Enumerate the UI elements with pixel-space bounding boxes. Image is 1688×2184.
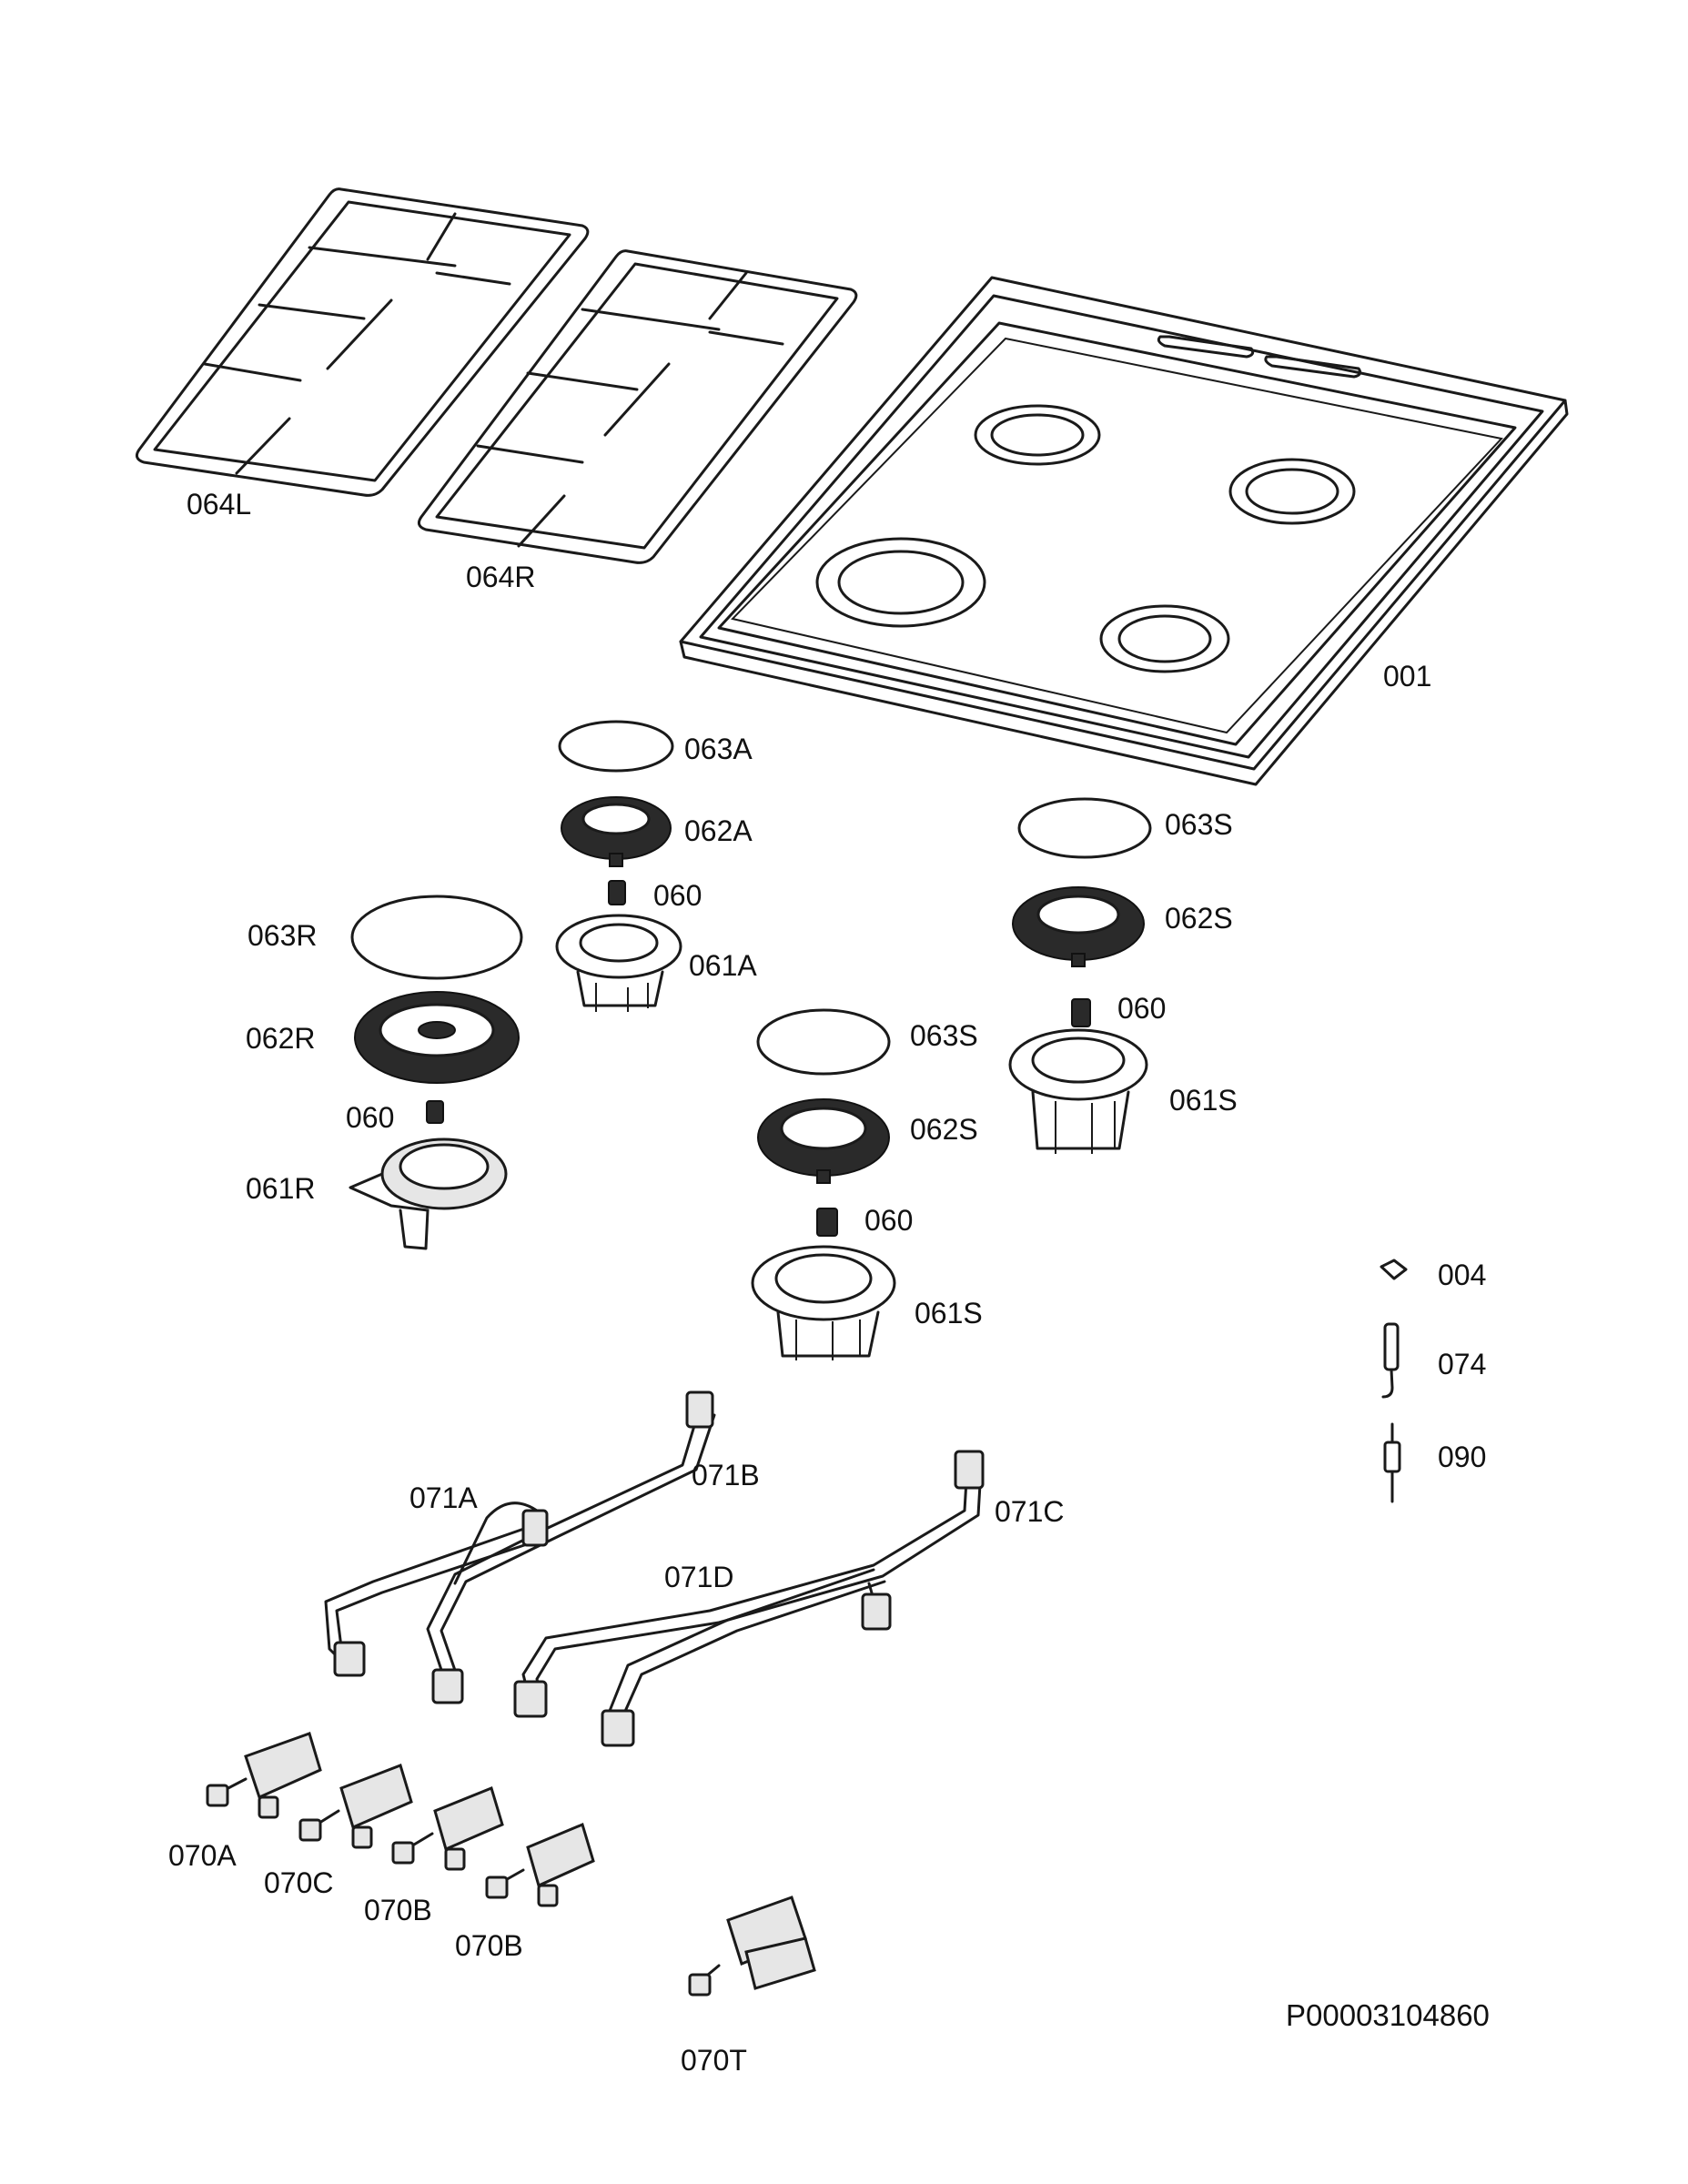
label-070b-1: 070B [364, 1894, 432, 1926]
label-061a: 061A [689, 949, 757, 982]
injector-semirapid-center[interactable] [816, 1208, 838, 1237]
label-062s-right: 062S [1165, 902, 1233, 935]
label-090: 090 [1438, 1441, 1487, 1473]
label-001: 001 [1383, 660, 1432, 693]
label-060-center: 060 [864, 1204, 914, 1237]
pan-support-left[interactable] [135, 187, 590, 497]
gas-tap-070t[interactable] [688, 1896, 816, 1997]
label-071c: 071C [995, 1495, 1065, 1528]
document-id: P00003104860 [1286, 1998, 1490, 2032]
burner-crown-semirapid-center[interactable] [757, 1098, 890, 1184]
burner-crown-semirapid-right[interactable] [1012, 886, 1145, 967]
label-061s-right: 061S [1169, 1084, 1238, 1117]
burner-cap-auxiliary[interactable] [558, 720, 674, 773]
label-070b-2: 070B [455, 1929, 523, 1962]
label-071a: 071A [409, 1481, 478, 1514]
label-060-aux: 060 [653, 879, 702, 912]
burner-cap-semirapid-right[interactable] [1017, 797, 1152, 859]
burner-cap-rapid[interactable] [350, 895, 523, 980]
label-062a: 062A [684, 814, 753, 847]
label-062s-center: 062S [910, 1113, 978, 1146]
burner-cap-semirapid-center[interactable] [756, 1008, 891, 1076]
burner-body-auxiliary[interactable] [555, 914, 682, 1012]
label-063a: 063A [684, 733, 753, 765]
label-063r: 063R [248, 919, 318, 952]
label-062r: 062R [246, 1022, 316, 1055]
burner-body-semirapid-right[interactable] [1008, 1028, 1148, 1154]
label-074: 074 [1438, 1348, 1487, 1380]
label-070a: 070A [168, 1839, 237, 1872]
injector-semirapid-right[interactable] [1071, 998, 1091, 1027]
gas-tap-070b-2[interactable] [485, 1822, 595, 1907]
label-070t: 070T [681, 2044, 747, 2077]
burner-crown-auxiliary[interactable] [561, 796, 672, 867]
label-071d: 071D [664, 1561, 734, 1593]
gas-tap-070b-1[interactable] [391, 1785, 504, 1871]
burner-crown-rapid[interactable] [354, 991, 520, 1084]
label-071b: 071B [692, 1459, 760, 1491]
label-064r: 064R [466, 561, 536, 593]
label-064l: 064L [187, 488, 252, 521]
hob-top-plate[interactable] [679, 276, 1569, 786]
gas-tap-070c[interactable] [298, 1764, 413, 1849]
label-060-right: 060 [1117, 992, 1167, 1025]
ignition-electrode[interactable] [1381, 1322, 1400, 1399]
label-061r: 061R [246, 1172, 316, 1205]
label-061s-center: 061S [915, 1297, 983, 1330]
burner-body-rapid[interactable] [349, 1138, 508, 1250]
burner-body-semirapid-center[interactable] [751, 1245, 896, 1360]
thermocouple[interactable] [1383, 1422, 1401, 1503]
injector-auxiliary[interactable] [608, 880, 626, 905]
clip-part[interactable] [1380, 1259, 1408, 1280]
label-063s-center: 063S [910, 1019, 978, 1052]
label-070c: 070C [264, 1866, 334, 1899]
label-060-rapid: 060 [346, 1101, 395, 1134]
injector-rapid[interactable] [426, 1100, 444, 1124]
gas-pipe-071c-071d[interactable] [513, 1450, 985, 1747]
label-004: 004 [1438, 1259, 1487, 1291]
gas-tap-070a[interactable] [206, 1732, 322, 1819]
label-063s-right: 063S [1165, 808, 1233, 841]
gas-pipe-071a-071b[interactable] [324, 1390, 716, 1704]
pan-support-right[interactable] [417, 249, 858, 564]
